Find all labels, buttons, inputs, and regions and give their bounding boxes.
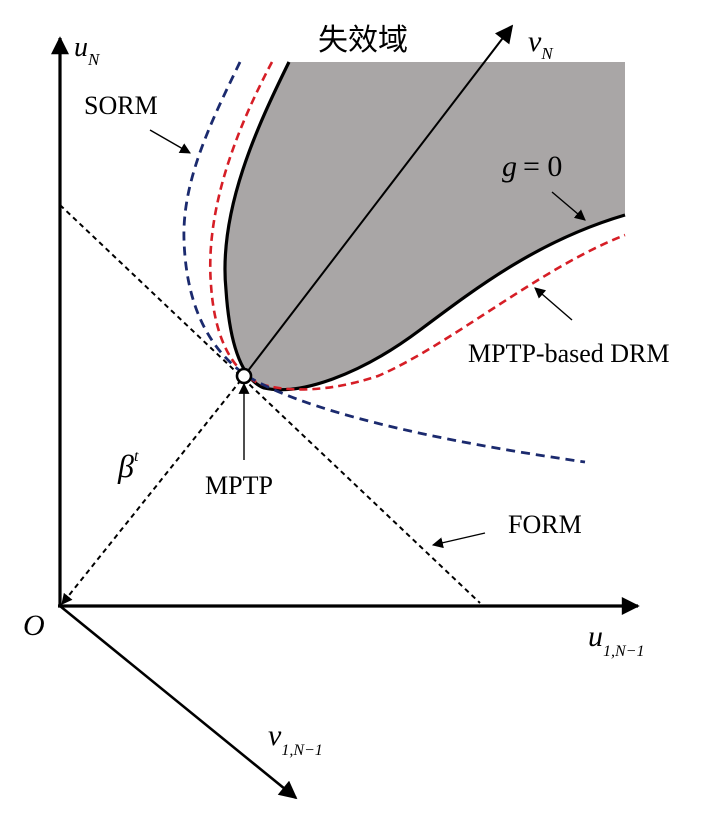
- drm-leader-arrow: [534, 287, 573, 321]
- origin-label: O: [23, 609, 45, 642]
- g-zero-label: g= 0: [502, 150, 562, 183]
- mptp-label: MPTP: [205, 471, 273, 500]
- v-n-axis: [243, 24, 514, 377]
- u-n-axis-label: uN: [74, 32, 101, 69]
- v-1n-axis: [59, 604, 298, 800]
- failure-domain-label: 失效域: [318, 23, 408, 58]
- sorm-leader-arrow: [149, 129, 191, 154]
- limit-state-curve: [223, 61, 626, 392]
- sorm-curve: [182, 61, 586, 464]
- mptp-point: [235, 367, 253, 385]
- u-1n-axis-label: u1,N−1: [588, 620, 644, 660]
- form-label: FORM: [508, 510, 582, 539]
- form-line: [59, 204, 481, 604]
- beta-vector: [61, 379, 242, 605]
- mptp-drm-label: MPTP-based DRM: [468, 339, 670, 368]
- v-1n-axis-label: v1,N−1: [268, 719, 323, 759]
- sorm-label: SORM: [84, 91, 158, 120]
- beta-label: βt: [117, 448, 139, 484]
- form-leader-arrow: [431, 532, 486, 549]
- v-n-axis-label: vN: [528, 25, 554, 63]
- drm-curve: [209, 61, 626, 391]
- failure-domain-region: [224, 62, 625, 390]
- g-zero-leader-arrow: [551, 191, 586, 221]
